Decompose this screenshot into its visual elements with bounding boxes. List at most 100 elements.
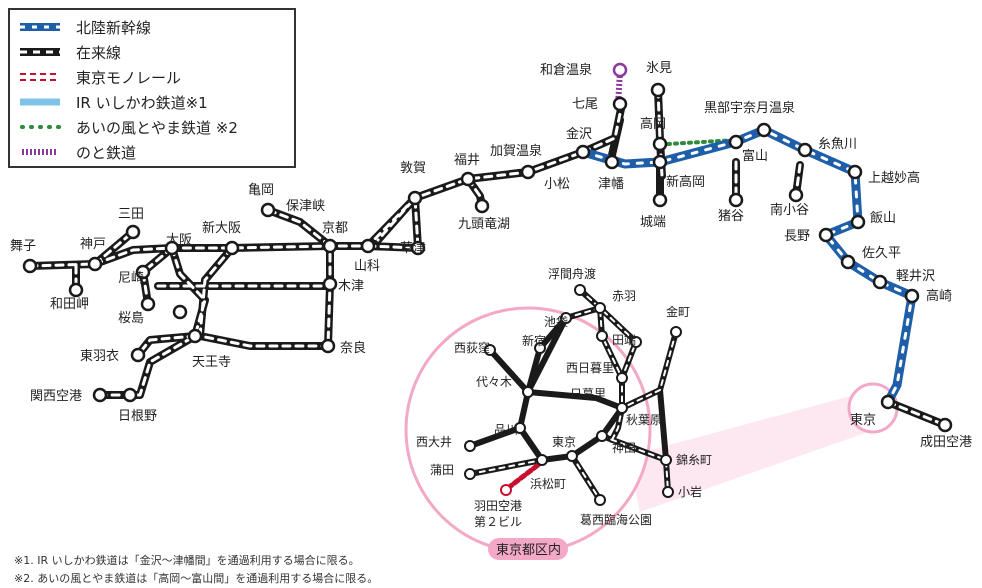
station-yamashina: 山科 [354, 259, 380, 274]
tokyo-nippori: 日暮里 [570, 387, 606, 401]
station-sakudaira: 佐久平 [862, 246, 901, 261]
tokyo-tokyo: 東京 [552, 435, 576, 449]
station-kuzuryu: 九頭竜湖 [458, 217, 510, 232]
station-wadamisaki: 和田岬 [50, 297, 89, 312]
legend-item-noto: のと鉄道 [18, 141, 136, 163]
station-narita: 成田空港 [920, 435, 972, 450]
legend-item-conventional: 在来線 [18, 41, 121, 63]
tokyo-kanda: 神田 [612, 441, 636, 455]
tokyo-tabata: 田端 [612, 333, 636, 347]
map-legend: 北陸新幹線 在来線 東京モノレール IR いしかわ鉄道※1 あいの風とやま鉄道 … [8, 8, 296, 168]
tokyo-hamamatsucho: 浜松町 [530, 477, 566, 491]
legend-label: のと鉄道 [76, 143, 137, 162]
station-inotani: 猪谷 [718, 209, 744, 224]
tokyo-shinagawa: 品川 [494, 423, 518, 437]
station-himi: 氷見 [646, 61, 672, 76]
ir-symbol [20, 98, 60, 106]
ainokaze-symbol [20, 125, 62, 129]
station-higashihagoromo: 東羽衣 [80, 348, 119, 364]
legend-item-monorail: 東京モノレール [18, 66, 181, 88]
station-nara: 奈良 [340, 340, 366, 356]
station-maiko: 舞子 [10, 239, 36, 254]
legend-label: 北陸新幹線 [76, 18, 152, 37]
noto-symbol [22, 149, 58, 155]
station-minamiotari: 南小谷 [770, 202, 809, 218]
tokyo-kanamachi: 金町 [666, 304, 690, 319]
wakura-marker [612, 62, 628, 78]
station-sanda: 三田 [118, 207, 144, 222]
tokyo-yoyogi: 代々木 [476, 375, 512, 389]
station-fukui: 福井 [454, 153, 480, 168]
station-hineno: 日根野 [118, 409, 157, 424]
station-kobe: 神戸 [80, 237, 106, 252]
station-tennoji: 天王寺 [192, 355, 231, 370]
tokyo-area-tag [488, 538, 568, 560]
station-iiyama: 飯山 [870, 211, 896, 226]
station-toyama: 富山 [742, 148, 768, 164]
tokyo-nishiogikubo: 西荻窪 [454, 340, 490, 355]
noto-line [615, 71, 623, 105]
station-osaka: 大阪 [166, 233, 192, 248]
tokyo-akihabara: 秋葉原 [626, 413, 662, 427]
tokyo-kinshicho: 錦糸町 [676, 452, 712, 467]
station-shintakaoka: 新高岡 [666, 174, 705, 190]
station-kusatsu: 草津 [400, 241, 426, 256]
station-wakura: 和倉温泉 [540, 62, 592, 78]
legend-label: 東京モノレール [76, 68, 182, 87]
tokyo-ikebukuro: 池袋 [544, 315, 568, 329]
tokyo-ukima: 浮間舟渡 [548, 266, 596, 281]
station-komatsu: 小松 [544, 177, 570, 192]
station-amagasaki: 尼崎 [118, 271, 144, 286]
tokyo-haneda-line1: 羽田空港 [474, 499, 522, 513]
tokyo-area-title: 東京都区内 [496, 542, 561, 558]
legend-item-ainokaze: あいの風とやま鉄道 ※2 [18, 116, 238, 138]
tokyo-koiwa: 小岩 [678, 484, 702, 499]
station-tsuruga: 敦賀 [400, 160, 426, 176]
station-tsubata: 津幡 [598, 177, 624, 192]
station-tokyo: 東京 [850, 412, 876, 428]
tokyo-haneda-line2: 第２ビル [474, 515, 522, 529]
legend-label: 在来線 [76, 43, 122, 62]
tokyo-network [467, 287, 679, 503]
station-nanao: 七尾 [572, 97, 598, 112]
station-markers [22, 82, 953, 433]
tokyo-kamata: 蒲田 [430, 463, 454, 477]
shinkansen-symbol [20, 23, 60, 31]
station-shinosaka: 新大阪 [202, 220, 241, 236]
haneda-marker [500, 484, 512, 496]
station-johana: 城端 [640, 215, 666, 230]
station-sakurajima: 桜島 [118, 311, 144, 326]
station-itoigawa: 糸魚川 [818, 137, 857, 152]
tokyo-shinjuku: 新宿 [522, 333, 546, 348]
legend-label: あいの風とやま鉄道 ※2 [76, 118, 238, 137]
tokyo-zoom-cone [628, 388, 888, 512]
station-takaoka: 高岡 [640, 116, 666, 132]
station-kameoka: 亀岡 [248, 183, 274, 198]
monorail-line [505, 459, 545, 491]
shinkansen-line [578, 125, 917, 407]
conventional-symbol [20, 48, 60, 56]
tokyo-nishinippori: 西日暮里 [566, 361, 614, 375]
legend-item-shinkansen: 北陸新幹線 [18, 16, 151, 38]
station-takasaki: 高崎 [926, 288, 952, 304]
legend-item-ir: IR いしかわ鉄道※1 [18, 91, 208, 113]
tokyo-station-markers [464, 284, 682, 506]
station-hozukyo: 保津峡 [286, 199, 325, 214]
station-nagano: 長野 [784, 229, 810, 244]
station-kix: 関西空港 [30, 389, 82, 404]
footnote-1: ※1. IR いしかわ鉄道は「金沢～津幡間」を通過利用する場合に限る。 [14, 554, 360, 567]
station-kurobe: 黒部宇奈月温泉 [704, 100, 795, 116]
monorail-symbol [20, 73, 60, 81]
station-kyoto: 京都 [322, 221, 348, 236]
legend-label: IR いしかわ鉄道※1 [76, 93, 208, 112]
station-joetsu: 上越妙高 [868, 170, 920, 186]
tokyo-station-labels: 浮間舟渡 赤羽 池袋 金町 西荻窪 新宿 田端 西日暮里 代々木 日暮里 品川 … [416, 266, 712, 529]
tokyo-nishioi: 西大井 [416, 435, 452, 449]
footnote-2: ※2. あいの風とやま鉄道は「高岡～富山間」を通過利用する場合に限る。 [14, 572, 379, 585]
station-kizu: 木津 [338, 279, 364, 294]
tokyo-kasai: 葛西臨海公園 [580, 512, 652, 527]
tokyo-akabane: 赤羽 [612, 289, 636, 303]
station-karuizawa: 軽井沢 [896, 269, 935, 284]
station-kaga: 加賀温泉 [490, 143, 542, 159]
